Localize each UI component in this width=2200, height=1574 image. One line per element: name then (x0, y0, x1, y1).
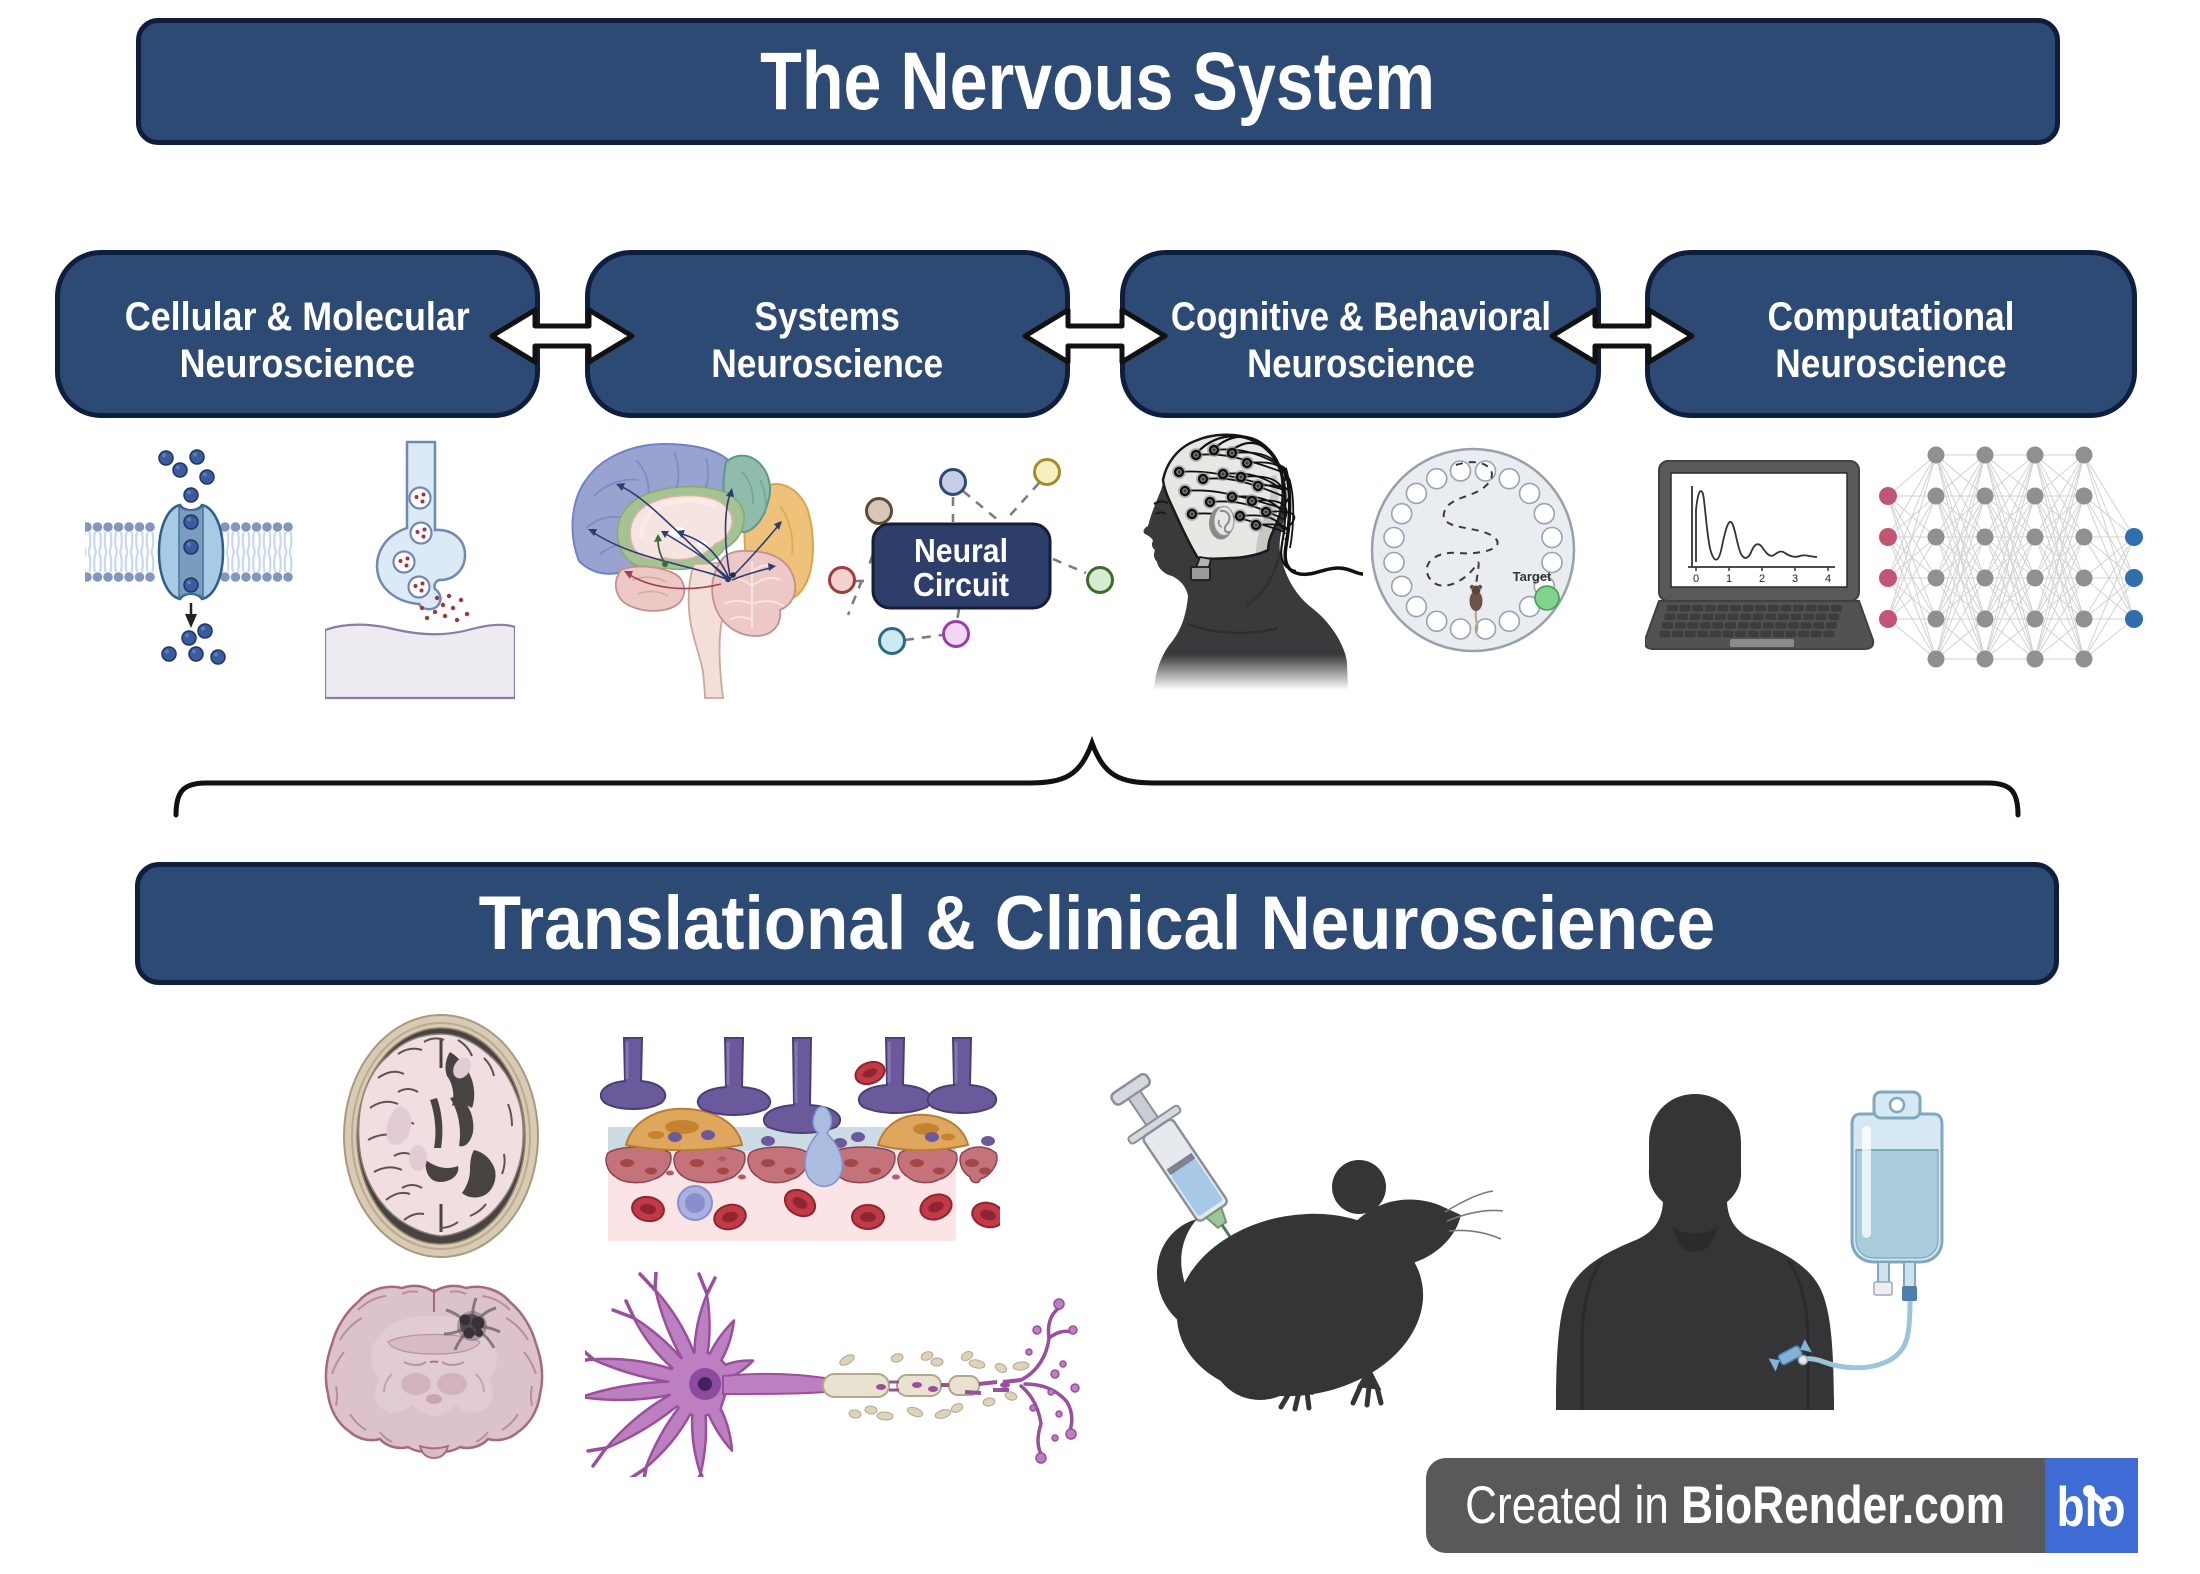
svg-text:2: 2 (1759, 573, 1765, 585)
svg-text:4: 4 (1825, 573, 1831, 585)
svg-text:Neural: Neural (914, 532, 1008, 569)
svg-text:1: 1 (1726, 573, 1732, 585)
svg-text:Circuit: Circuit (913, 566, 1009, 603)
svg-text:Target: Target (1513, 569, 1552, 584)
svg-text:bıo: bıo (2057, 1475, 2126, 1538)
svg-text:0: 0 (1693, 573, 1699, 585)
svg-text:3: 3 (1792, 573, 1798, 585)
